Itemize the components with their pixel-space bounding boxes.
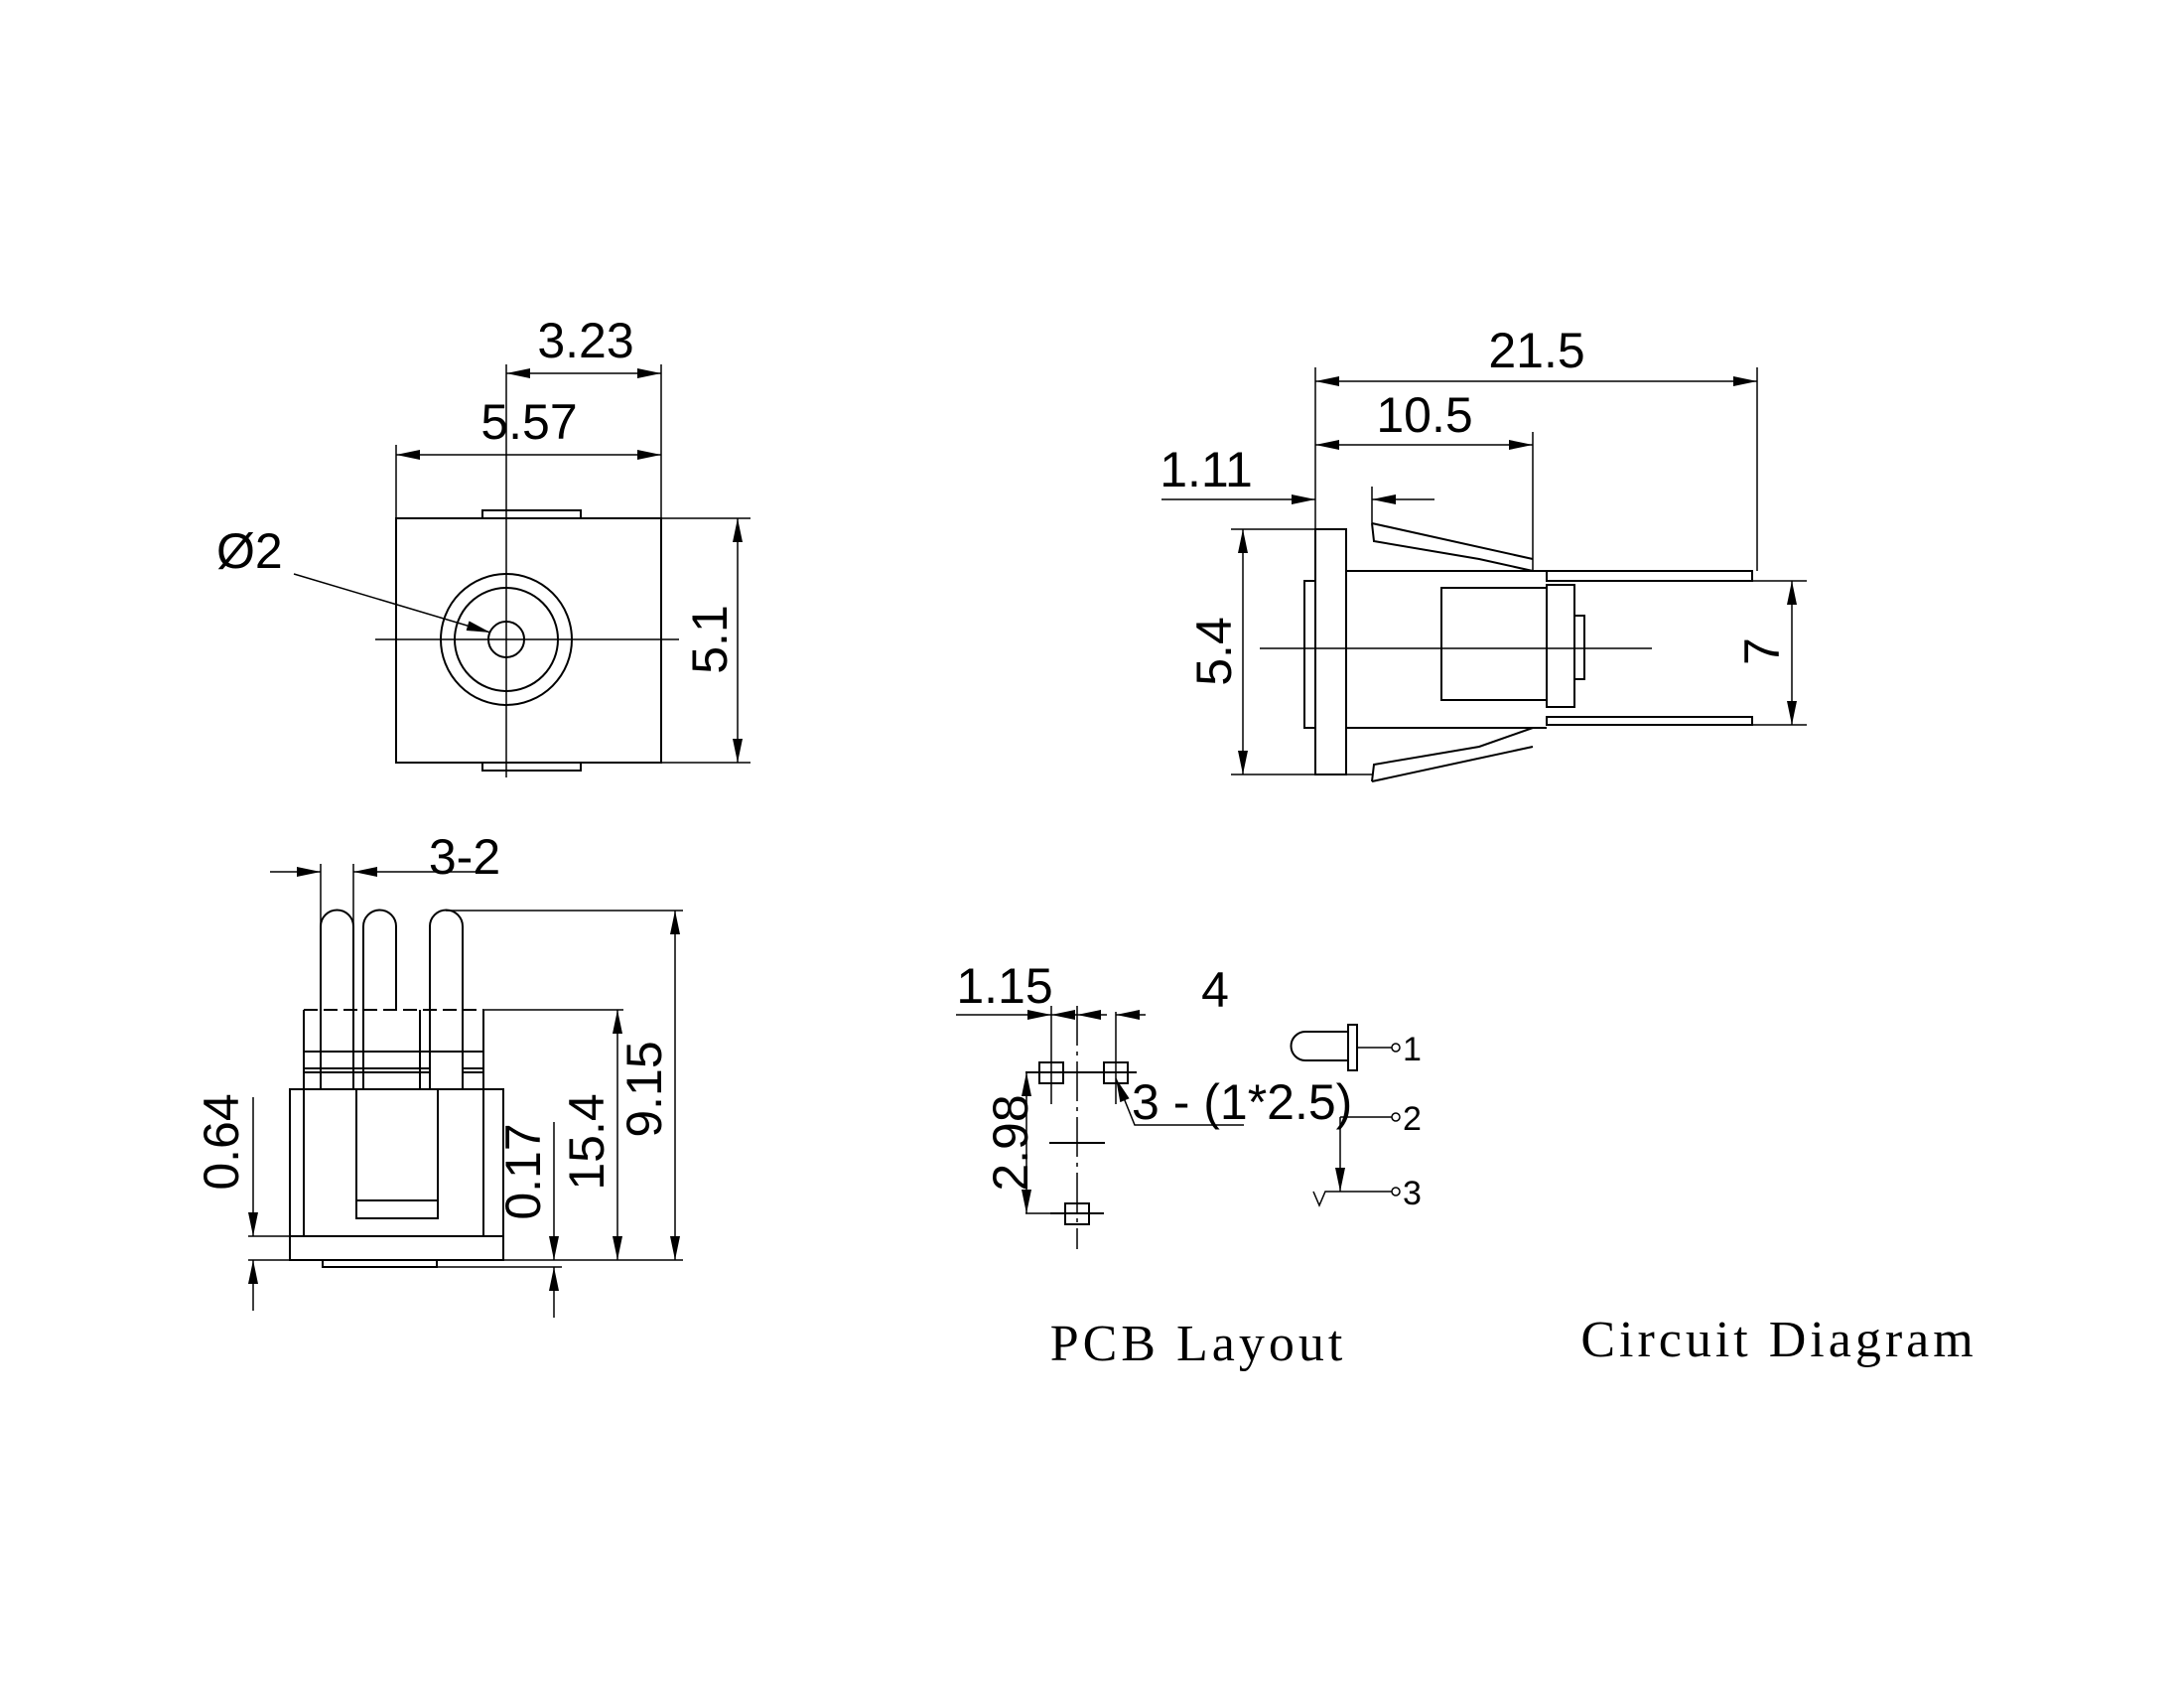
bottom-pin bbox=[1546, 716, 1753, 726]
dim-9-15: 9.15 bbox=[616, 1041, 672, 1137]
circuit-diagram: 1 2 3 Circuit Diagram bbox=[1290, 1024, 1977, 1368]
switch-contact bbox=[1312, 1191, 1392, 1207]
dim-5-57: 5.57 bbox=[480, 394, 577, 450]
dim-5-4: 5.4 bbox=[1186, 617, 1242, 686]
base bbox=[289, 1235, 504, 1261]
pin-1 bbox=[320, 909, 354, 1089]
dim-3-2: 3-2 bbox=[429, 829, 500, 885]
lower-body bbox=[289, 1088, 504, 1237]
dim-0-17: 0.17 bbox=[495, 1123, 551, 1219]
housing-outline bbox=[395, 517, 662, 764]
pin-label-2: 2 bbox=[1403, 1100, 1422, 1138]
back-nub bbox=[1573, 615, 1585, 680]
flange bbox=[1314, 528, 1347, 775]
bottom-view: 3-2 9.15 15.4 0.17 0.64 bbox=[194, 829, 683, 1318]
terminal-1 bbox=[1391, 1043, 1401, 1053]
dim-4: 4 bbox=[1201, 962, 1229, 1018]
front-view: 3.23 5.57 5.1 Ø2 bbox=[216, 313, 751, 777]
pin-2 bbox=[362, 909, 397, 1089]
side-view: 21.5 10.5 1.11 5.4 7 bbox=[1160, 323, 1807, 782]
dim-3-23: 3.23 bbox=[537, 313, 633, 368]
dim-15-4: 15.4 bbox=[559, 1093, 614, 1190]
bottom-spring-tab bbox=[1371, 727, 1534, 782]
bottom-tab bbox=[481, 762, 582, 772]
dim-5-1: 5.1 bbox=[682, 605, 738, 674]
circuit-diagram-title: Circuit Diagram bbox=[1580, 1312, 1977, 1368]
terminal-3 bbox=[1391, 1187, 1401, 1196]
dim-21-5: 21.5 bbox=[1488, 323, 1584, 378]
slot bbox=[355, 1089, 439, 1219]
dim-1-11: 1.11 bbox=[1160, 442, 1253, 497]
pcb-layout: 1.15 4 2.98 3 - (1*2.5) PCB Layout bbox=[956, 958, 1352, 1372]
terminal-2 bbox=[1391, 1112, 1401, 1122]
barrel bbox=[1440, 587, 1548, 701]
pad-note: 3 - (1*2.5) bbox=[1132, 1074, 1352, 1130]
rear-plate bbox=[1303, 580, 1316, 729]
dim-hole-diameter: Ø2 bbox=[216, 523, 283, 579]
dim-1-15: 1.15 bbox=[956, 958, 1052, 1014]
dim-2-98: 2.98 bbox=[983, 1094, 1038, 1191]
pcb-layout-title: PCB Layout bbox=[1050, 1316, 1347, 1372]
top-tab bbox=[481, 509, 582, 519]
top-pin bbox=[1546, 570, 1753, 582]
dim-7: 7 bbox=[1734, 637, 1790, 665]
top-spring-tab bbox=[1371, 522, 1534, 572]
pin-label-1: 1 bbox=[1403, 1031, 1422, 1068]
dim-0-64: 0.64 bbox=[194, 1093, 249, 1190]
bottom-nub bbox=[322, 1259, 438, 1268]
pin-3 bbox=[429, 909, 464, 1089]
plug-symbol bbox=[1290, 1031, 1348, 1061]
pin-label-3: 3 bbox=[1403, 1175, 1422, 1212]
dim-10-5: 10.5 bbox=[1376, 387, 1472, 443]
back-plate bbox=[1546, 584, 1575, 708]
